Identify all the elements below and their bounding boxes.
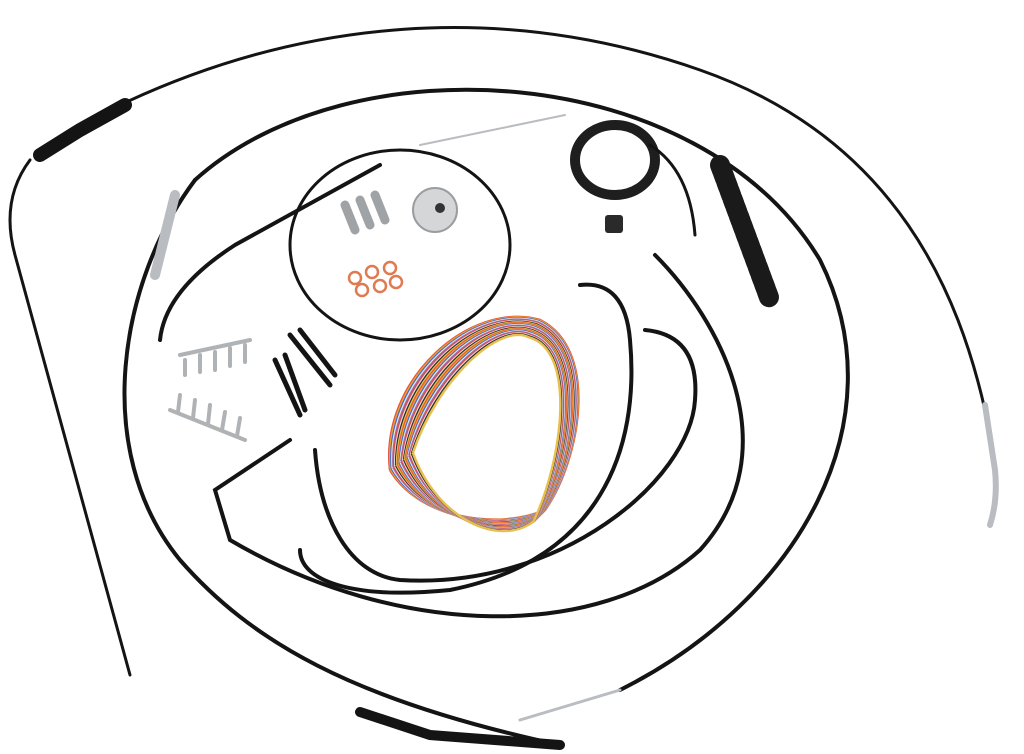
braided-sleeve-tail: [648, 143, 697, 237]
chrome-cap: [412, 187, 458, 233]
braided-sleeve: [570, 120, 660, 200]
brake-line-4: [313, 328, 698, 583]
brake-line-3: [212, 253, 745, 619]
coiled-cable: [288, 148, 512, 342]
brake-line-2: [298, 282, 634, 595]
throttle-cable-long: [118, 26, 987, 412]
throttle-wire-left: [8, 158, 132, 677]
brake-line-1: [158, 163, 382, 342]
coiled-cable-wire: [419, 114, 566, 146]
cable-end-fitting-right: [982, 402, 999, 528]
terminal-pins-bottom: [168, 393, 247, 442]
heat-shrink-tubes: [272, 327, 338, 418]
bolts: [340, 190, 390, 235]
small-grommet: [605, 215, 623, 233]
terminal-pins-top: [178, 338, 252, 377]
chrome-cap-hole: [435, 203, 445, 213]
clutch-adjuster: [150, 190, 180, 280]
clutch-cable-lower: [122, 178, 562, 747]
wiring-harness: [388, 315, 580, 533]
copper-washers: [347, 260, 404, 298]
rubber-boot: [710, 155, 780, 310]
clutch-cable-loop: [193, 87, 850, 692]
clutch-lever-fitting: [518, 688, 622, 722]
cable-sleeve-bottom: [355, 707, 565, 750]
throttle-housing: [33, 98, 132, 162]
harness-wire: [411, 333, 562, 533]
